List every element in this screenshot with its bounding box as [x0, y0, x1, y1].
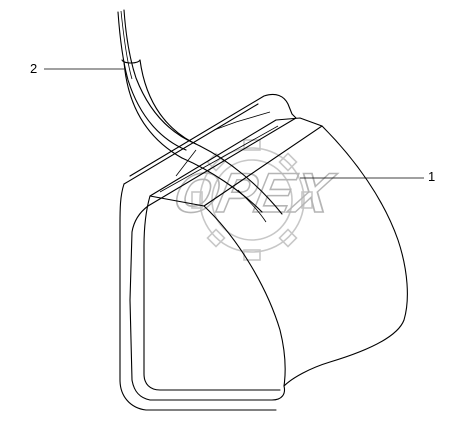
gear-outline — [191, 139, 313, 261]
opex-watermark-logo: OPEX — [168, 139, 341, 261]
callout-label-2: 2 — [30, 61, 38, 76]
watermark-text: OPEX — [169, 162, 341, 224]
lamp-housing — [119, 93, 408, 411]
callout-label-1: 1 — [428, 169, 436, 184]
